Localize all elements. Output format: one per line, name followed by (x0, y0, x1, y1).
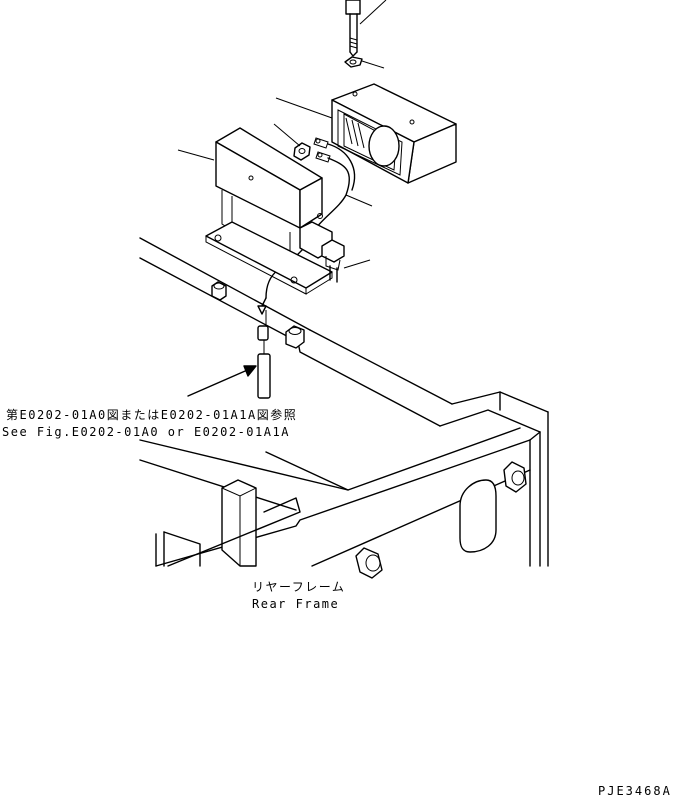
plug (257, 325, 271, 399)
frame-boss-1 (211, 281, 227, 301)
drawing-number: PJE3468A (598, 784, 672, 798)
leader-wire (345, 194, 373, 207)
rear-frame-label-en: Rear Frame (252, 597, 340, 611)
frame-boss-2 (285, 325, 305, 349)
reference-label-jp: 第E0202-01A0図またはE0202-01A1A図参照 (6, 408, 298, 422)
leader-nut (273, 123, 301, 147)
leader-relay-box (275, 97, 333, 119)
washer (344, 56, 363, 68)
leader-bracket (177, 149, 215, 161)
rear-frame (139, 237, 549, 567)
frame-boss-3 (503, 461, 527, 493)
arrow-head (243, 365, 257, 377)
nut (293, 142, 311, 161)
leader-top-bolt (359, 0, 387, 25)
mounting-bolt (321, 239, 345, 283)
leader-mounting-bolt (343, 259, 371, 269)
reference-label-en: See Fig.E0202-01A0 or E0202-01A1A (2, 425, 290, 439)
bracket-cover (205, 127, 333, 295)
terminal-lugs (313, 137, 331, 163)
arrow-to-plug (187, 367, 253, 397)
relay-box (331, 83, 457, 184)
frame-boss-4 (355, 547, 383, 579)
top-bolt (345, 0, 361, 57)
leader-washer (361, 60, 385, 69)
rear-frame-label-jp: リヤーフレーム (252, 580, 346, 594)
